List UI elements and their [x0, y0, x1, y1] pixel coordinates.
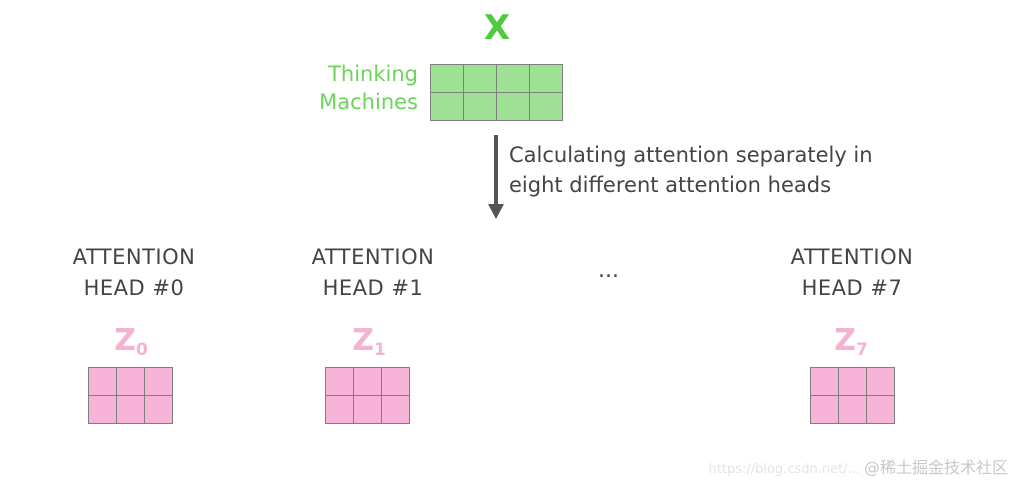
matrix-row	[325, 395, 410, 424]
matrix-row	[325, 367, 410, 396]
z0-label: Z0	[86, 323, 176, 360]
attention-head-0-title: ATTENTION HEAD #0	[44, 242, 224, 304]
matrix-row	[88, 395, 173, 424]
matrix-cell	[496, 64, 530, 93]
z-letter: Z	[834, 323, 856, 358]
attention-head-7-title: ATTENTION HEAD #7	[762, 242, 942, 304]
arrow-caption: Calculating attention separately in eigh…	[509, 140, 873, 200]
matrix-cell	[381, 395, 410, 424]
z1-matrix	[325, 367, 410, 424]
matrix-cell	[116, 367, 145, 396]
head-title-line-1: ATTENTION	[311, 245, 435, 269]
caption-line-1: Calculating attention separately in	[509, 143, 873, 167]
matrix-row	[88, 367, 173, 396]
matrix-row	[810, 395, 895, 424]
z-letter: Z	[352, 323, 374, 358]
token-label-thinking: Thinking	[328, 62, 418, 86]
caption-line-2: eight different attention heads	[509, 173, 832, 197]
head-title-line-2: HEAD #1	[322, 276, 424, 300]
head-title-line-1: ATTENTION	[790, 245, 914, 269]
down-arrow-shaft	[494, 135, 498, 205]
matrix-cell	[866, 395, 895, 424]
matrix-cell	[529, 64, 563, 93]
down-arrow-icon	[488, 204, 504, 219]
z7-label: Z7	[806, 323, 896, 360]
matrix-cell	[381, 367, 410, 396]
matrix-cell	[838, 395, 867, 424]
matrix-cell	[353, 367, 382, 396]
matrix-cell	[88, 367, 117, 396]
matrix-cell	[325, 367, 354, 396]
matrix-row	[430, 92, 563, 121]
head-title-line-2: HEAD #7	[801, 276, 903, 300]
z1-label: Z1	[324, 323, 414, 360]
z-letter: Z	[114, 323, 136, 358]
matrix-row	[810, 367, 895, 396]
watermark: https://blog.csdn.net/...@稀土掘金技术社区	[709, 454, 1008, 478]
matrix-cell	[144, 367, 173, 396]
attention-head-1-title: ATTENTION HEAD #1	[283, 242, 463, 304]
matrix-cell	[325, 395, 354, 424]
matrix-cell	[810, 367, 839, 396]
input-token-labels: Thinking Machines	[290, 60, 418, 116]
z-subscript: 0	[135, 340, 148, 360]
matrix-cell	[116, 395, 145, 424]
matrix-cell	[838, 367, 867, 396]
matrix-cell	[353, 395, 382, 424]
matrix-cell	[496, 92, 530, 121]
z-subscript: 7	[855, 340, 868, 360]
head-title-line-1: ATTENTION	[72, 245, 196, 269]
matrix-cell	[430, 64, 464, 93]
matrix-cell	[810, 395, 839, 424]
input-matrix	[430, 64, 563, 121]
ellipsis: ...	[598, 258, 619, 283]
head-title-line-2: HEAD #0	[83, 276, 185, 300]
matrix-cell	[430, 92, 464, 121]
watermark-text: @稀土掘金技术社区	[863, 458, 1008, 477]
z0-matrix	[88, 367, 173, 424]
matrix-cell	[144, 395, 173, 424]
matrix-cell	[463, 64, 497, 93]
token-label-machines: Machines	[319, 90, 418, 114]
matrix-cell	[529, 92, 563, 121]
z7-matrix	[810, 367, 895, 424]
input-matrix-title: X	[483, 8, 511, 48]
matrix-cell	[463, 92, 497, 121]
matrix-cell	[866, 367, 895, 396]
matrix-row	[430, 64, 563, 93]
z-subscript: 1	[373, 340, 386, 360]
matrix-cell	[88, 395, 117, 424]
watermark-url: https://blog.csdn.net/...	[708, 462, 860, 477]
